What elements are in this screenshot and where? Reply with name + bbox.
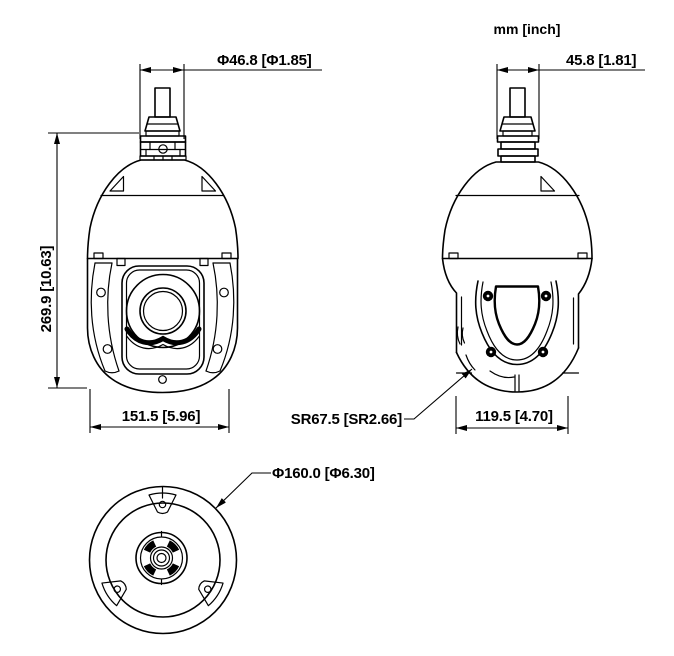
dim-front-body-width: 151.5 [5.96] — [89, 389, 230, 433]
rail-screw — [96, 287, 106, 298]
side-view — [441, 87, 593, 393]
side-slot — [489, 370, 515, 379]
rail-screw — [219, 287, 229, 298]
side-slot — [456, 326, 461, 345]
mount-screw-hole — [158, 144, 168, 154]
dim-label-side-mount-width: 45.8 [1.81] — [566, 52, 637, 69]
base-inner-circle — [105, 502, 221, 618]
mount-tab-left — [101, 580, 127, 607]
mount-tab-top — [148, 486, 177, 515]
side-housing — [441, 257, 593, 393]
dimensions: mm [inch] Φ46.8 [Φ1.85] 45.8 [1.81] 269.… — [38, 21, 645, 509]
leader-dome-radius: SR67.5 [SR2.66] — [291, 368, 473, 428]
rail-screw — [102, 344, 113, 354]
front-dome — [86, 159, 239, 260]
front-housing — [86, 257, 239, 394]
front-mount — [139, 87, 187, 161]
dim-label-front-mount-diameter: Φ46.8 [Φ1.85] — [217, 52, 312, 69]
dim-overall-height: 269.9 [10.63] — [38, 132, 139, 389]
front-rail-left — [90, 262, 120, 374]
leader-base-diameter: Φ160.0 [Φ6.30] — [215, 465, 375, 509]
front-lens — [125, 273, 201, 349]
dim-label-dome-radius: SR67.5 [SR2.66] — [291, 411, 402, 428]
vent-right — [540, 175, 556, 192]
front-view — [86, 87, 239, 394]
side-mount — [496, 87, 540, 163]
front-faceplate — [121, 265, 205, 375]
vent-right — [201, 175, 217, 192]
units-note: mm [inch] — [494, 21, 561, 37]
dim-label-base-diameter: Φ160.0 [Φ6.30] — [272, 465, 375, 482]
side-yoke-bracket — [474, 280, 560, 366]
dim-side-mount-width: 45.8 [1.81] — [496, 52, 645, 139]
mount-tab-right — [198, 580, 224, 607]
rail-screw — [212, 344, 223, 354]
bottom-screw-dot — [158, 375, 167, 384]
bottom-view — [88, 485, 238, 635]
base-connector — [135, 530, 188, 586]
dim-front-mount-diameter: Φ46.8 [Φ1.85] — [139, 52, 322, 139]
side-dome — [441, 161, 593, 260]
dim-label-side-base-width: 119.5 [4.70] — [475, 408, 553, 425]
dim-side-base-width: 119.5 [4.70] — [455, 396, 569, 434]
yoke-screws — [482, 290, 552, 358]
base-outer-circle — [88, 485, 238, 635]
vent-left — [109, 175, 125, 192]
ir-cover-seam — [124, 326, 202, 346]
front-rail-right — [205, 262, 235, 374]
side-slot — [465, 354, 476, 371]
dim-label-front-body-width: 151.5 [5.96] — [122, 408, 201, 425]
dim-label-overall-height: 269.9 [10.63] — [38, 245, 55, 332]
